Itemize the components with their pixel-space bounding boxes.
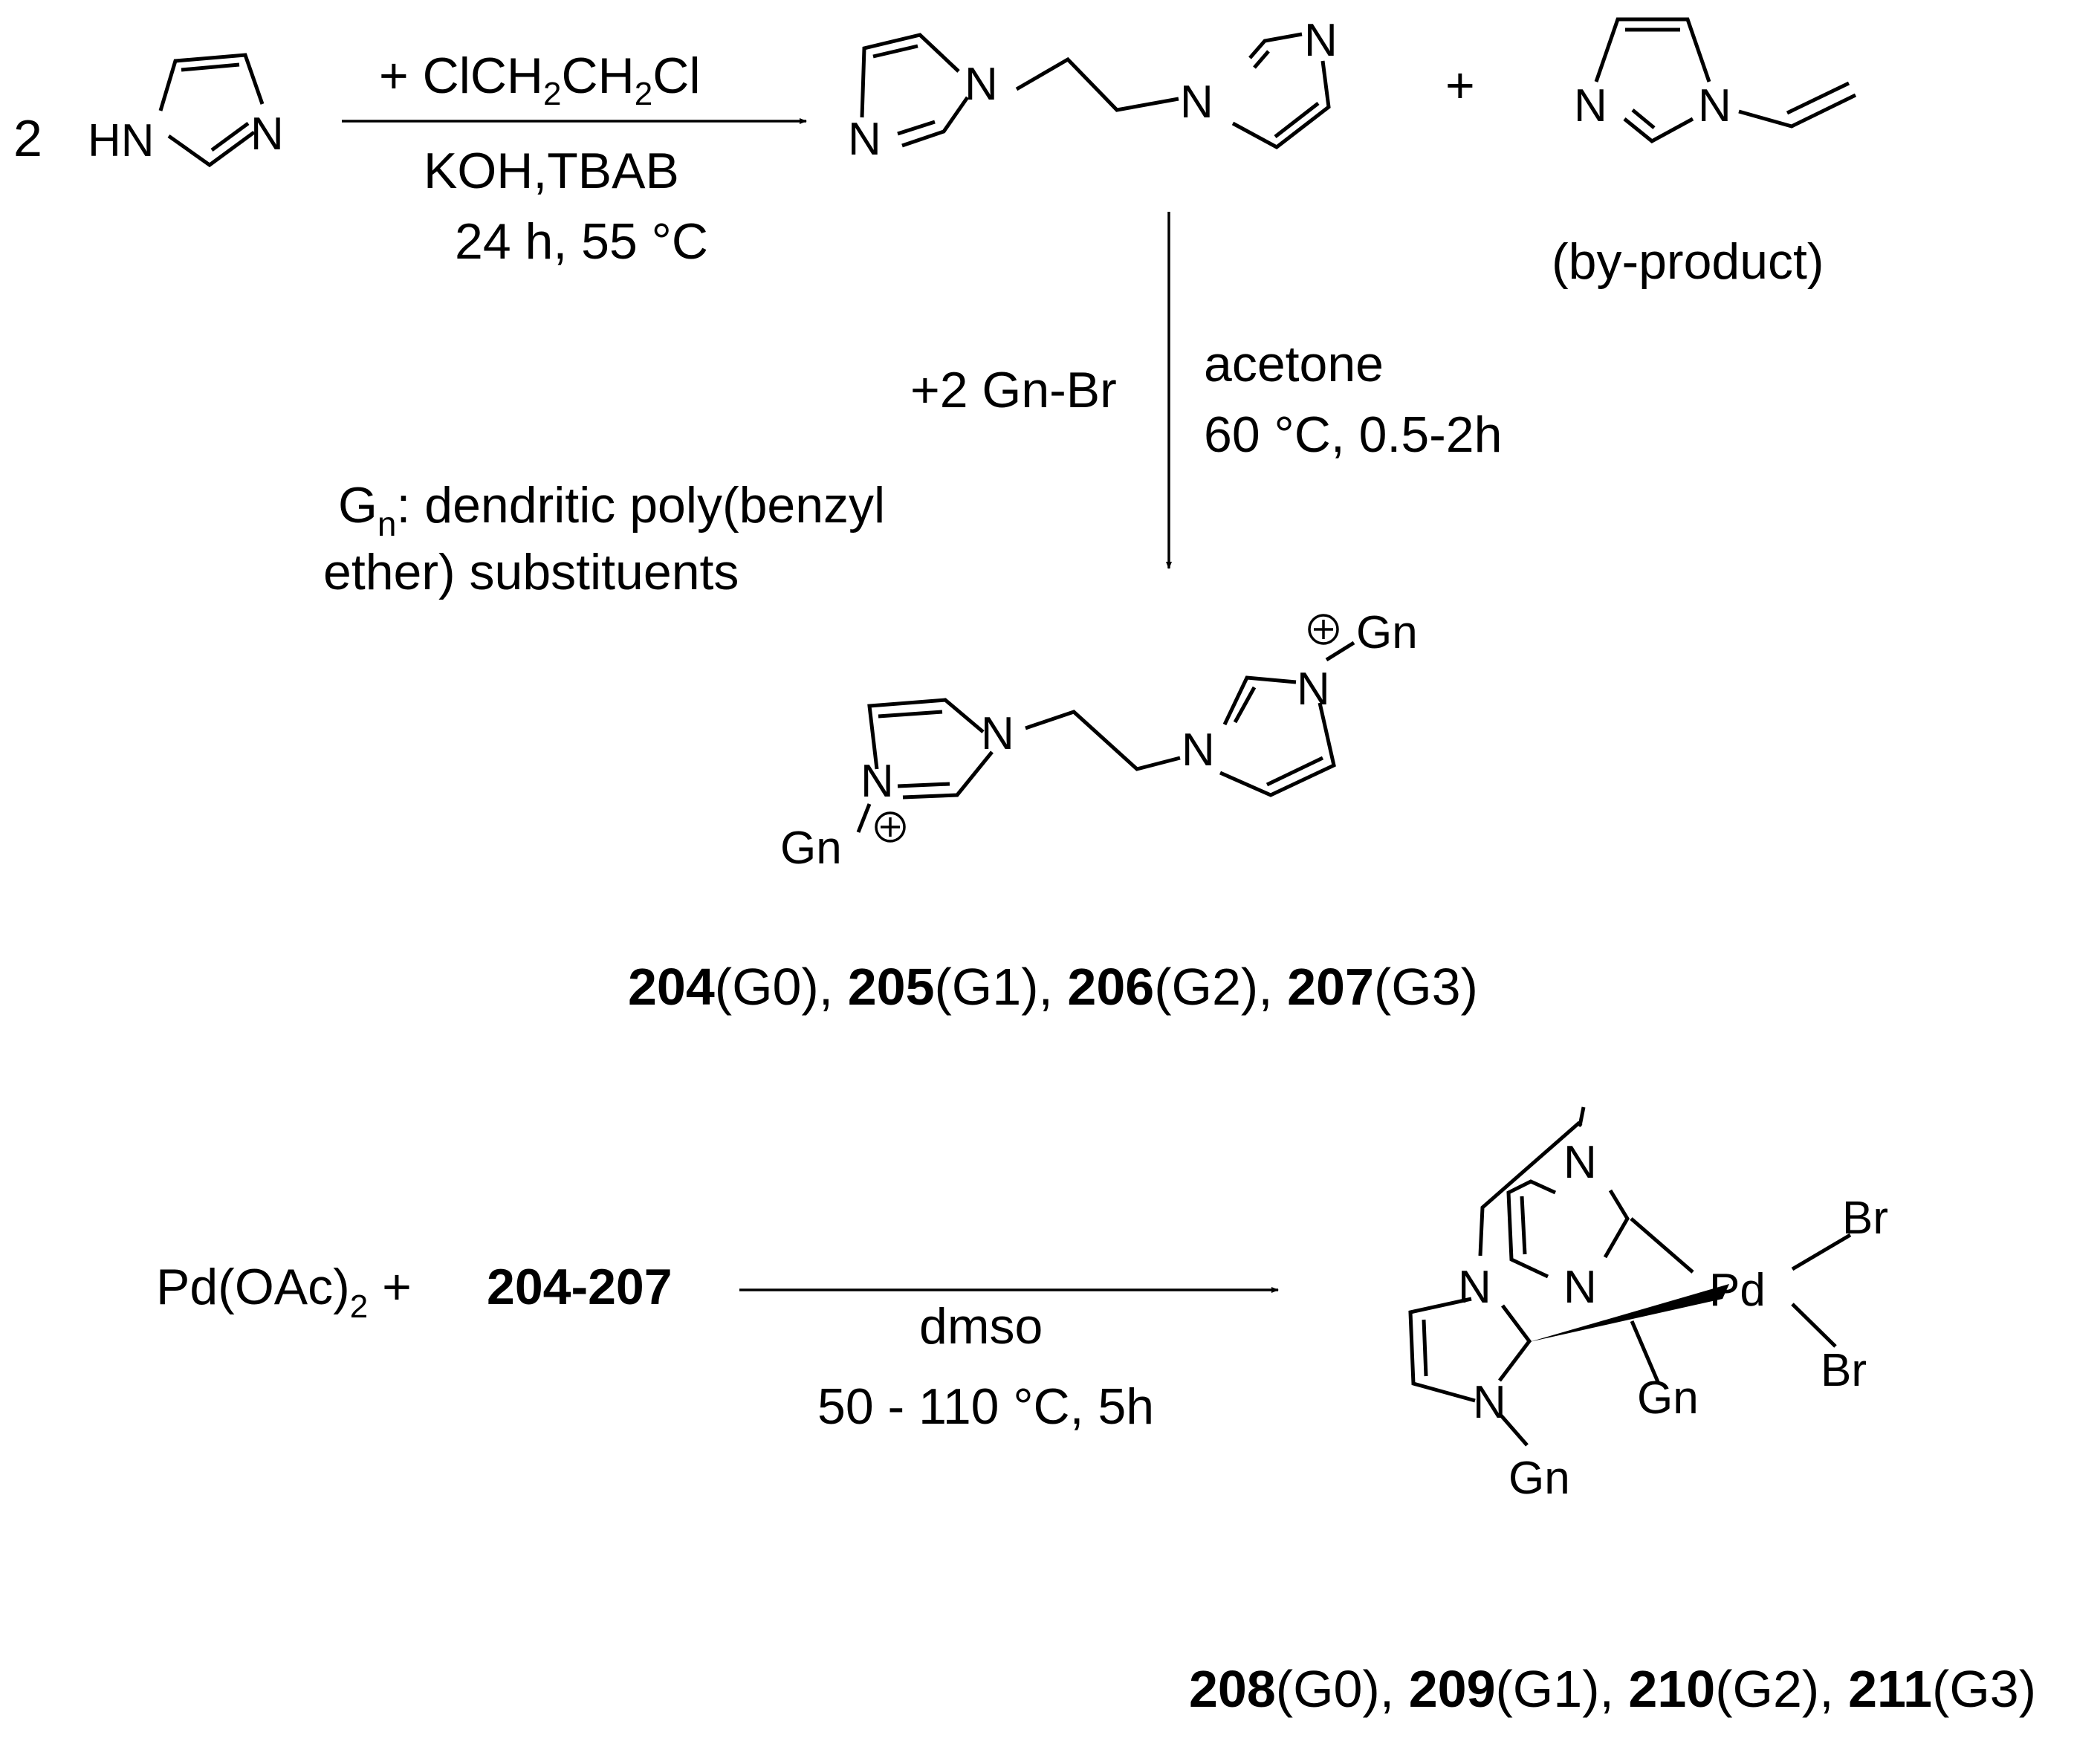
atom-N: N: [1458, 1262, 1491, 1313]
gn-definition-line2: ether) substituents: [323, 544, 739, 600]
atom-Gn: Gn: [1508, 1453, 1570, 1504]
positive-charge-icon: [875, 811, 906, 843]
reagent-dichloroethane: + ClCH2CH2Cl: [379, 48, 700, 112]
atom-N: N: [1297, 664, 1330, 715]
bis-imidazolyl-ethane-structure: N N N N: [848, 15, 1338, 165]
atom-Br: Br: [1821, 1345, 1867, 1396]
gn-definition-line1: Gn: dendritic poly(benzyl: [338, 477, 885, 543]
byproduct-label: (by-product): [1552, 233, 1824, 290]
wedge-bond: [1529, 1284, 1729, 1342]
atom-Br: Br: [1842, 1193, 1888, 1244]
compound-labels-208-211: 208(G0), 209(G1), 210(G2), 211(G3): [1189, 1660, 2036, 1718]
conditions-solvent: dmso: [919, 1298, 1043, 1355]
atom-N: N: [981, 708, 1014, 759]
compound-labels-204-207: 204(G0), 205(G1), 206(G2), 207(G3): [628, 958, 1478, 1016]
conditions-temp-time: 60 °C, 0.5-2h: [1204, 406, 1502, 463]
atom-N: N: [1182, 724, 1215, 776]
reactant-range-204-207: 204-207: [487, 1259, 673, 1315]
bis-imidazolium-structure: N N N N Gn Gn: [780, 607, 1418, 874]
conditions-solvent: acetone: [1204, 336, 1384, 392]
atom-N: N: [1574, 80, 1607, 132]
step1: 2 HN N + ClCH2CH2Cl KOH,TBAB 24 h, 55 °C: [13, 15, 1857, 290]
atom-N: N: [1563, 1137, 1597, 1188]
conditions-base: KOH,TBAB: [424, 143, 679, 199]
step2: +2 Gn-Br acetone 60 °C, 0.5-2h Gn: dendr…: [323, 212, 1502, 1016]
imidazole-structure: HN N: [88, 53, 284, 168]
atom-N: N: [1563, 1262, 1597, 1313]
atom-N: N: [861, 756, 894, 807]
atom-N: N: [1304, 15, 1338, 66]
pd-dicarbene-complex-structure: N N N N Pd Br Br Gn Gn: [1408, 1106, 1888, 1504]
reagent-gn-br: +2 Gn-Br: [910, 362, 1117, 418]
atom-Pd: Pd: [1709, 1265, 1766, 1316]
conditions-time-temp: 24 h, 55 °C: [455, 213, 708, 270]
atom-Gn: Gn: [1637, 1372, 1699, 1424]
atom-N: N: [848, 114, 881, 165]
step3: Pd(OAc)2 + 204-207 dmso 50 - 110 °C, 5h …: [156, 1106, 2036, 1718]
positive-charge-icon: [1308, 614, 1339, 645]
coefficient-2: 2: [13, 109, 42, 167]
reagent-pd-acetate: Pd(OAc)2 +: [156, 1259, 412, 1325]
atom-N: N: [1698, 80, 1731, 132]
atom-HN: HN: [88, 115, 155, 166]
atom-Gn: Gn: [1356, 607, 1418, 658]
atom-Gn: Gn: [780, 823, 842, 874]
atom-N: N: [1473, 1377, 1506, 1428]
conditions-temp-time: 50 - 110 °C, 5h: [817, 1378, 1154, 1435]
plus-sign: +: [1445, 57, 1475, 114]
atom-N: N: [250, 108, 284, 160]
vinylimidazole-structure: N N: [1574, 17, 1857, 143]
atom-N: N: [965, 59, 998, 110]
atom-N: N: [1180, 77, 1213, 128]
